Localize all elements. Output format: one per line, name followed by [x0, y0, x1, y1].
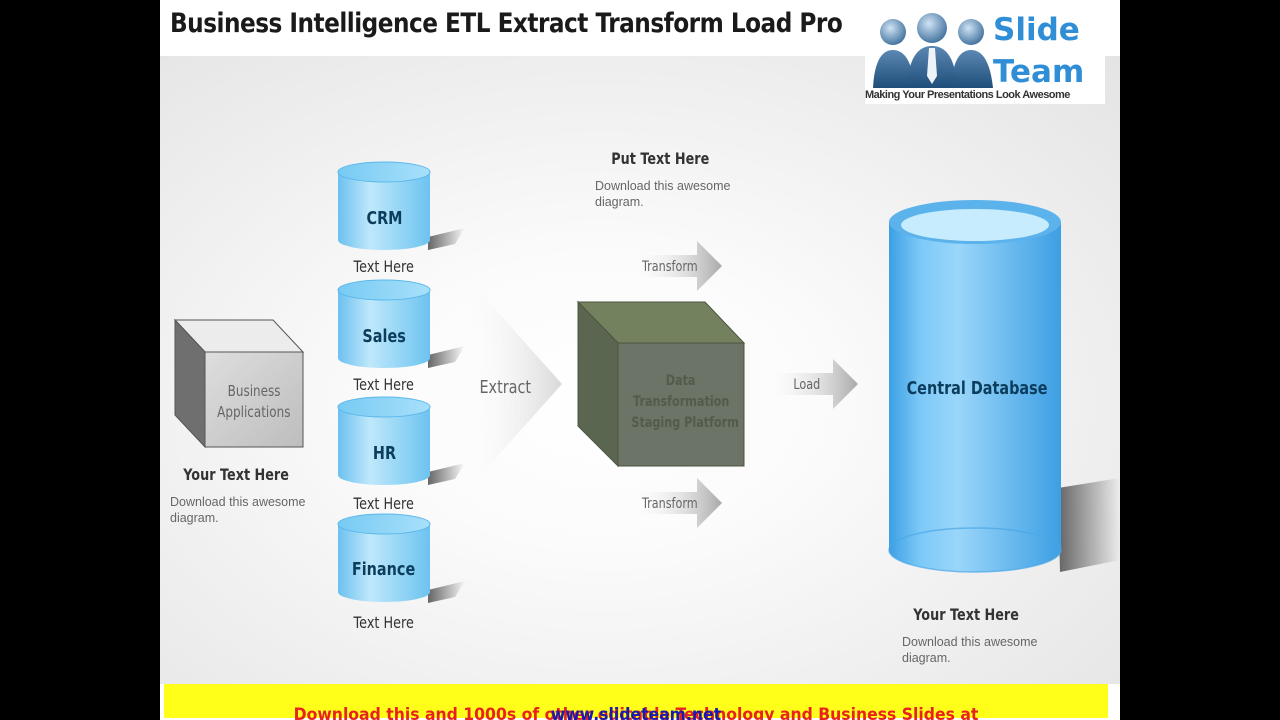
- extract-label: Extract: [479, 377, 531, 398]
- hr-caption: Text Here: [353, 494, 415, 513]
- transform-arrow-top: [630, 241, 722, 291]
- database-cylinder-hr: [337, 396, 465, 485]
- database-cylinder-sales: [337, 279, 465, 368]
- slide: Business Intelligence ETL Extract Transf…: [160, 0, 1120, 720]
- business-applications-cube: [173, 318, 305, 449]
- finance-caption: Text Here: [353, 613, 415, 632]
- extract-wedge: [460, 270, 562, 498]
- database-cylinder-crm: [337, 161, 465, 250]
- load-arrow: [765, 359, 858, 409]
- source-caption: Your Text Here: [183, 465, 289, 484]
- sales-caption: Text Here: [353, 375, 415, 394]
- slide-title: Business Intelligence ETL Extract Transf…: [170, 8, 843, 39]
- central-database-cylinder: [888, 200, 1120, 573]
- transform-arrow-bottom-label: Transform: [642, 496, 698, 512]
- crm-label: CRM: [365, 208, 402, 229]
- database-cylinder-finance: [337, 513, 465, 603]
- crm-caption: Text Here: [353, 257, 415, 276]
- transform-heading: Put Text Here: [611, 149, 709, 168]
- transform-arrow-top-label: Transform: [642, 259, 698, 275]
- transform-arrow-bottom: [630, 478, 722, 528]
- business-applications-label: Business Applications: [205, 381, 303, 423]
- central-note: Download this awesome diagram.: [902, 635, 1038, 665]
- footer-banner: Download this and 1000s of other editabl…: [164, 684, 1108, 720]
- staging-platform-cube: [576, 300, 746, 468]
- etl-diagram: [173, 161, 1120, 603]
- transform-note: Download this awesome diagram.: [595, 179, 731, 209]
- finance-label: Finance: [352, 559, 416, 580]
- people-icon: [873, 13, 993, 88]
- source-note: Download this awesome diagram.: [170, 495, 306, 525]
- staging-cube-label: Data Transformation Staging Platform: [631, 373, 739, 431]
- footer-link[interactable]: www.slideteam.net: [550, 705, 722, 720]
- hr-label: HR: [372, 443, 396, 464]
- cube-label-line2: Applications: [217, 403, 291, 421]
- cube-label-line1: Business: [227, 382, 281, 400]
- sales-label: Sales: [362, 326, 406, 347]
- logo-name-line1: Slide: [993, 12, 1080, 48]
- central-database-label: Central Database: [906, 378, 1048, 399]
- logo-tagline: Making Your Presentations Look Awesome: [865, 89, 1070, 101]
- logo-name-line2: Team: [993, 54, 1085, 90]
- load-label: Load: [793, 377, 821, 393]
- central-caption: Your Text Here: [913, 605, 1019, 624]
- slideteam-logo: Slide Team Making Your Presentations Loo…: [865, 8, 1105, 104]
